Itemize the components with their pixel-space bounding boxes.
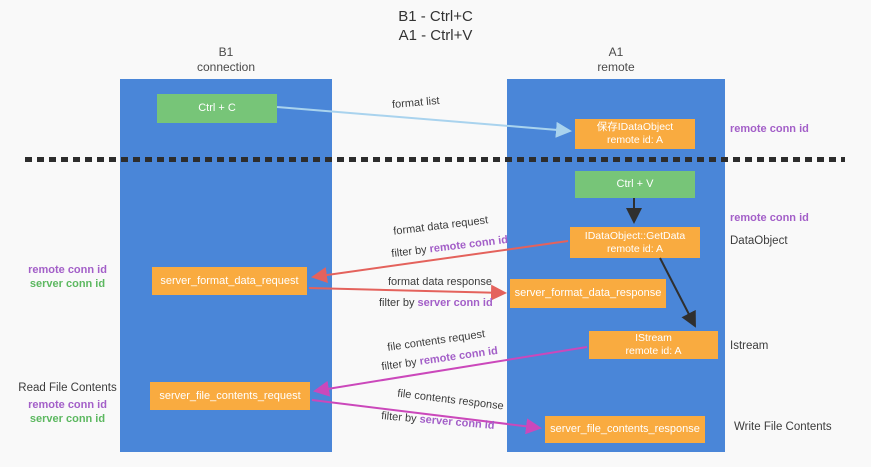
right-remote-conn-id-label-top: remote conn id (730, 123, 809, 135)
format-response-label: server_format_data_response (514, 287, 662, 299)
save-idataobject-line1: 保存IDataObject (596, 121, 674, 133)
istream-side-label: Istream (730, 340, 769, 352)
file-contents-response-filter-label: filter by server conn id (381, 410, 495, 432)
save-idataobject-box: 保存IDataObject remote id: A (575, 119, 695, 149)
left-column-header: B1 connection (120, 45, 332, 75)
istream-box: IStream remote id: A (589, 331, 718, 359)
dataobject-label: DataObject (730, 235, 788, 247)
format-data-request-filter-label: filter by remote conn id (391, 234, 509, 260)
format-data-response-arrow (308, 284, 507, 301)
diagram-title: B1 - Ctrl+C A1 - Ctrl+V (0, 7, 871, 45)
title-line-1: B1 - Ctrl+C (398, 8, 473, 25)
filter-by-text: filter by (380, 355, 421, 374)
filter-by-text: filter by (379, 297, 418, 309)
read-file-contents-label: Read File Contents (18, 382, 117, 394)
file-request-label: server_file_contents_request (159, 389, 301, 402)
server-conn-id-text: server conn id (417, 297, 493, 309)
ctrl-v-box: Ctrl + V (575, 171, 695, 198)
save-idataobject-line2: remote id: A (606, 134, 664, 146)
server-file-contents-response-box: server_file_contents_response (545, 416, 705, 443)
getdata-line1: IDataObject::GetData (584, 229, 686, 242)
remote-conn-id-text: remote conn id (428, 233, 509, 256)
server-conn-id-text: server conn id (419, 413, 496, 432)
idataobject-getdata-box: IDataObject::GetData remote id: A (570, 227, 700, 258)
right-column-name: A1 (608, 45, 624, 59)
format-data-response-label: format data response (388, 276, 492, 288)
server-conn-id-label: server conn id (29, 278, 106, 290)
left-conn-id-labels-file: remote conn id server conn id (20, 398, 115, 426)
file-contents-response-label: file contents response (396, 387, 505, 413)
filter-by-text: filter by (390, 243, 431, 261)
server-format-data-request-box: server_format_data_request (152, 267, 307, 295)
format-data-request-label: format data request (392, 214, 489, 238)
remote-conn-id-label: remote conn id (28, 264, 107, 276)
ctrl-v-label: Ctrl + V (616, 178, 654, 190)
left-column-subtitle: connection (196, 60, 256, 74)
file-response-label: server_file_contents_response (550, 423, 700, 435)
format-request-label: server_format_data_request (160, 274, 299, 287)
right-remote-conn-id-label-mid: remote conn id (730, 212, 809, 224)
istream-line1: IStream (635, 332, 672, 344)
phase-separator-dashed-line (25, 157, 845, 162)
right-column-header: A1 remote (507, 45, 725, 75)
filter-by-text: filter by (380, 410, 421, 426)
remote-conn-id-label: remote conn id (28, 399, 107, 411)
left-column-name: B1 (218, 45, 234, 59)
title-line-2: A1 - Ctrl+V (398, 27, 473, 44)
left-conn-id-labels-format: remote conn id server conn id (20, 263, 115, 291)
server-file-contents-request-box: server_file_contents_request (150, 382, 310, 410)
format-list-label: format list (391, 94, 441, 112)
ctrl-c-label: Ctrl + C (198, 102, 236, 114)
istream-line2: remote id: A (625, 345, 682, 357)
server-conn-id-label: server conn id (29, 413, 106, 425)
server-format-data-response-box: server_format_data_response (510, 279, 666, 308)
format-data-response-filter-label: filter by server conn id (379, 297, 493, 309)
right-column-subtitle: remote (597, 60, 635, 74)
getdata-line2: remote id: A (606, 242, 664, 255)
write-file-contents-label: Write File Contents (734, 421, 832, 433)
remote-conn-id-text: remote conn id (418, 344, 499, 368)
ctrl-c-box: Ctrl + C (157, 94, 277, 123)
